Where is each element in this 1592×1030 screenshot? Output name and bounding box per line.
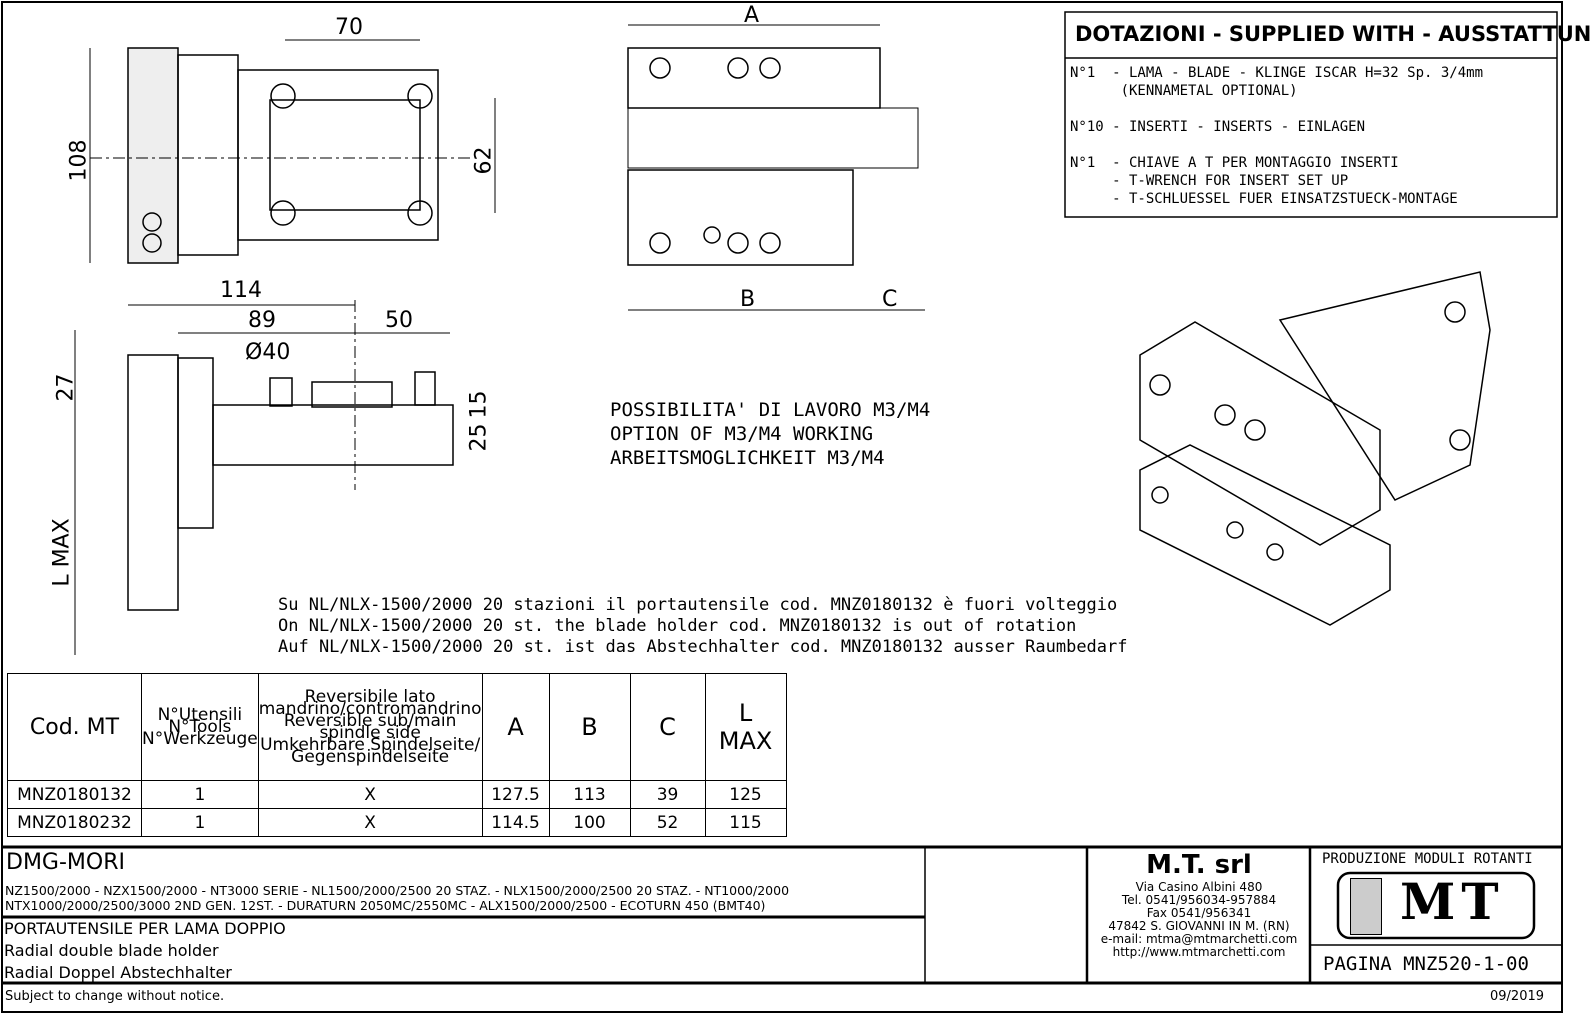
dim-50: 50 <box>385 308 413 333</box>
dim-15: 15 <box>466 390 492 419</box>
cell-lmax: 115 <box>704 808 787 837</box>
models-line: NTX1000/2000/2500/3000 2ND GEN. 12ST. - … <box>5 898 766 913</box>
supplied-item: - T-SCHLUESSEL FUER EINSATZSTUECK-MONTAG… <box>1070 191 1458 207</box>
cell-c: 39 <box>629 780 706 809</box>
brand: DMG-MORI <box>6 850 125 875</box>
supplied-item: N°10 - INSERTI - INSERTS - EINLAGEN <box>1070 119 1366 135</box>
dim-27: 27 <box>53 373 79 402</box>
change-notice: Subject to change without notice. <box>5 989 225 1004</box>
header-code: Cod. MT <box>7 673 142 781</box>
dim-70: 70 <box>335 15 363 40</box>
production-label: PRODUZIONE MODULI ROTANTI <box>1322 851 1533 867</box>
rotation-note: Su NL/NLX-1500/2000 20 stazioni il porta… <box>278 595 1128 658</box>
company-name: M.T. srl <box>1146 850 1252 880</box>
description-line: PORTAUTENSILE PER LAMA DOPPIO <box>4 919 286 938</box>
dim-25: 25 <box>466 423 492 452</box>
cell-code: MNZ0180232 <box>7 808 142 837</box>
top-view-drawing <box>89 39 496 264</box>
supplied-item: N°1 - LAMA - BLADE - KLINGE ISCAR H=32 S… <box>1070 65 1484 81</box>
email-link[interactable]: e-mail: mtma@mtmarchetti.com <box>1100 932 1298 946</box>
dim-b: B <box>740 287 756 312</box>
cell-reversible: X <box>257 780 483 809</box>
supplied-with-list: N°1 - LAMA - BLADE - KLINGE ISCAR H=32 S… <box>1070 64 1483 208</box>
cell-tools: 1 <box>141 780 259 809</box>
cell-tools: 1 <box>141 808 259 837</box>
header-b: B <box>548 673 631 781</box>
front-view-drawing <box>74 300 454 655</box>
isometric-view-drawing <box>1139 271 1491 626</box>
note-line: Su NL/NLX-1500/2000 20 stazioni il porta… <box>278 595 1118 615</box>
note-line: On NL/NLX-1500/2000 20 st. the blade hol… <box>278 616 1077 636</box>
supplied-item: (KENNAMETAL OPTIONAL) <box>1070 83 1298 99</box>
header-a: A <box>481 673 550 781</box>
dim-c: C <box>882 287 898 312</box>
cell-b: 113 <box>548 780 631 809</box>
cell-reversible: X <box>257 808 483 837</box>
page-code: PAGINA MNZ520-1-00 <box>1323 953 1529 975</box>
side-view-drawing <box>627 24 925 311</box>
table-row: MNZ0180132 1 X 127.5 113 39 125 <box>7 780 787 809</box>
dim-62: 62 <box>471 146 497 175</box>
dim-89: 89 <box>248 308 276 333</box>
mt-logo: MT <box>1400 872 1505 931</box>
dim-108: 108 <box>66 139 92 182</box>
dim-a: A <box>744 3 760 28</box>
cell-c: 52 <box>629 808 706 837</box>
models-line: NZ1500/2000 - NZX1500/2000 - NT3000 SERI… <box>5 883 790 898</box>
note-line: OPTION OF M3/M4 WORKING <box>610 423 874 445</box>
working-option-note: POSSIBILITA' DI LAVORO M3/M4 OPTION OF M… <box>610 398 930 470</box>
supplied-item: - T-WRENCH FOR INSERT SET UP <box>1070 173 1349 189</box>
note-line: ARBEITSMOGLICHKEIT M3/M4 <box>610 447 885 469</box>
cell-lmax: 125 <box>704 780 787 809</box>
mt-logo-frame <box>1336 871 1536 940</box>
note-line: POSSIBILITA' DI LAVORO M3/M4 <box>610 399 931 421</box>
header-c: C <box>629 673 706 781</box>
website-link[interactable]: http://www.mtmarchetti.com <box>1112 945 1286 959</box>
note-line: Auf NL/NLX-1500/2000 20 st. ist das Abst… <box>278 637 1128 657</box>
cell-b: 100 <box>548 808 631 837</box>
cell-a: 127.5 <box>481 780 550 809</box>
cell-a: 114.5 <box>481 808 550 837</box>
models: NZ1500/2000 - NZX1500/2000 - NT3000 SERI… <box>5 883 789 913</box>
description-line: Radial double blade holder <box>4 941 219 960</box>
table-row: MNZ0180232 1 X 114.5 100 52 115 <box>7 808 787 837</box>
cell-code: MNZ0180132 <box>7 780 142 809</box>
dim-lmax: L MAX <box>49 518 75 587</box>
dim-114: 114 <box>220 278 262 303</box>
supplied-with-title: DOTAZIONI - SUPPLIED WITH - AUSSTATTUNG <box>1075 22 1592 46</box>
dim-dia40: Ø40 <box>245 340 291 365</box>
descriptions: PORTAUTENSILE PER LAMA DOPPIO Radial dou… <box>4 918 286 984</box>
description-line: Radial Doppel Abstechhalter <box>4 963 232 982</box>
revision-date: 09/2019 <box>1490 989 1545 1004</box>
supplied-item: N°1 - CHIAVE A T PER MONTAGGIO INSERTI <box>1070 155 1399 171</box>
rotary-module-icon <box>1350 878 1382 935</box>
